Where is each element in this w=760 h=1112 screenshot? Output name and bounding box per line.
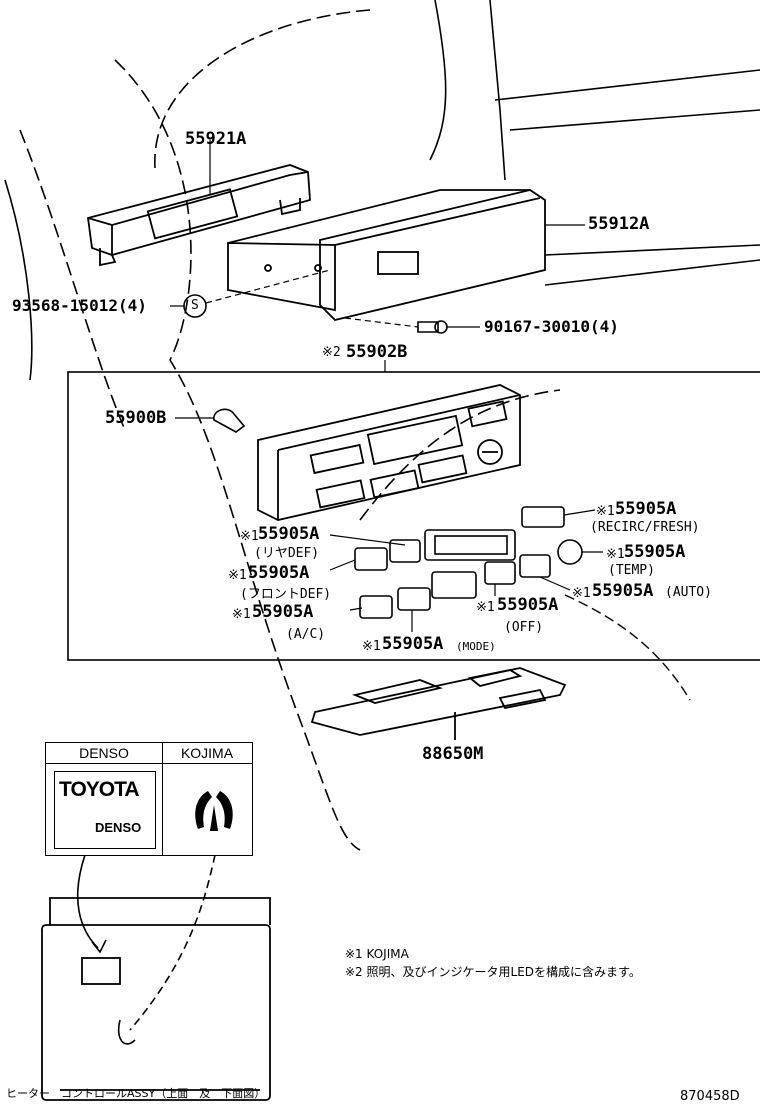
auto-button <box>519 554 551 578</box>
dashpanel-solid <box>4 0 760 381</box>
label-off: (OFF) <box>504 620 544 635</box>
ac-button <box>359 595 393 619</box>
screw-93568 <box>170 269 331 318</box>
assembly-frame <box>67 371 760 661</box>
label-recirc-fresh: (RECIRC/FRESH) <box>590 520 700 535</box>
kojima-logo-icon <box>195 791 233 831</box>
front-def-button <box>354 547 388 571</box>
plate-88650M <box>310 667 567 740</box>
harness-line <box>564 594 691 701</box>
bottom-unit <box>41 897 271 1101</box>
label-55900B: 55900B <box>105 408 167 428</box>
auto-mark: ※1 <box>572 586 591 601</box>
label-ac-55905A: 55905A <box>252 602 314 622</box>
housing-55912A <box>227 189 585 321</box>
front-def-mark: ※1 <box>228 568 247 583</box>
label-90167: 90167-30010(4) <box>484 317 619 336</box>
toyota-logo: TOYOTA <box>59 778 140 801</box>
mode-rocker <box>431 571 477 599</box>
note2-mark: ※2 <box>322 345 341 360</box>
label-temp: (TEMP) <box>608 563 655 578</box>
screw-symbol-s: S <box>191 298 199 313</box>
display-panel <box>424 529 516 561</box>
table-header-denso: DENSO <box>46 743 162 764</box>
label-auto: (AUTO) <box>665 585 712 600</box>
table-arrows <box>76 854 216 1045</box>
recirc-mark: ※1 <box>596 504 615 519</box>
maker-table: DENSO KOJIMA TOYOTA DENSO <box>45 742 253 856</box>
label-temp-55905A: 55905A <box>624 542 686 562</box>
rear-def-button <box>389 539 421 563</box>
mode-mark: ※1 <box>362 639 381 654</box>
label-55902B: 55902B <box>346 342 408 362</box>
off-button <box>484 561 516 585</box>
off-mark: ※1 <box>476 600 495 615</box>
bulb-55900B <box>175 408 246 433</box>
label-55912A: 55912A <box>588 214 650 234</box>
label-93568: 93568-15012(4) <box>12 296 147 315</box>
rear-def-mark: ※1 <box>240 529 259 544</box>
label-rear-def-55905A: 55905A <box>258 524 320 544</box>
ac-mark: ※1 <box>232 607 251 622</box>
label-88650M: 88650M <box>422 744 484 764</box>
buttons <box>354 506 583 619</box>
table-header-kojima: KOJIMA <box>162 743 252 764</box>
label-mode-55905A: 55905A <box>382 634 444 654</box>
label-ac: (A/C) <box>286 627 326 642</box>
footer-code: 870458D <box>680 1089 740 1104</box>
screw-90167 <box>344 317 480 334</box>
note-2: ※2 照明、及びインジケータ用LEDを構成に含みます。 <box>345 965 641 979</box>
dashpanel-outline <box>19 9 561 851</box>
label-mode: (MODE) <box>456 640 496 653</box>
label-recirc-55905A: 55905A <box>615 499 677 519</box>
denso-label-box: TOYOTA DENSO <box>54 771 156 849</box>
label-auto-55905A: 55905A <box>592 581 654 601</box>
temp-knob <box>557 539 583 565</box>
label-front-def: (フロントDEF) <box>240 587 332 602</box>
label-off-55905A: 55905A <box>497 595 559 615</box>
footer-caption: ヒーター コントロールASSY（上面 及 下面図） <box>6 1087 266 1100</box>
label-front-def-55905A: 55905A <box>248 563 310 583</box>
control-unit-body <box>257 384 521 521</box>
bracket-55921A <box>87 140 311 267</box>
label-rear-def: (リヤDEF) <box>254 546 320 561</box>
note-1: ※1 KOJIMA <box>345 947 409 961</box>
denso-text: DENSO <box>95 820 142 835</box>
leader-lines <box>329 509 603 632</box>
recirc-button <box>521 506 565 528</box>
mode-button <box>397 587 431 611</box>
temp-mark: ※1 <box>606 547 625 562</box>
label-55921A: 55921A <box>185 129 247 149</box>
